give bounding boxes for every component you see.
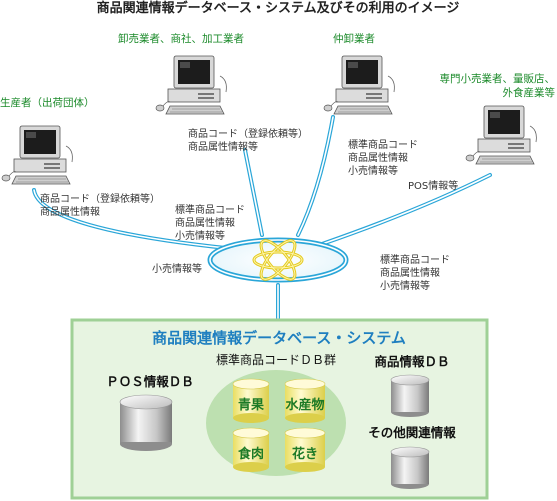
flow-left-center: 標準商品コード 商品属性情報 小売情報等: [175, 203, 245, 242]
computer-icon: [155, 55, 227, 115]
pos-db-label: ＰＯＳ情報ＤＢ: [106, 374, 194, 389]
middle-label: 仲卸業者: [333, 32, 375, 45]
category-db-fruits-vegetables: 青果: [232, 378, 270, 423]
network-hub: [207, 237, 349, 283]
flow-right-center-2: 商品属性情報: [380, 266, 440, 279]
producer-label: 生産者（出荷団体）: [0, 96, 95, 109]
flow-left-center-3: 小売情報等: [175, 229, 225, 242]
retailer-label-1: 専門小売業者、量販店、: [440, 72, 556, 85]
producer-info-1: 商品コード（登録依頼等）: [40, 192, 160, 205]
flow-left-center-1: 標準商品コード: [175, 203, 245, 216]
middle-info-2: 商品属性情報: [348, 151, 408, 164]
middle-info-1: 標準商品コード: [348, 138, 418, 151]
category-label: 青果: [238, 397, 264, 413]
computer-icon: [323, 55, 395, 115]
other-info-label: その他関連情報: [368, 425, 456, 440]
category-label: 花き: [292, 446, 318, 462]
other-info-db-cylinder: [390, 446, 430, 489]
category-db-meat: 食肉: [232, 427, 270, 472]
terminal-middle: 仲卸業者 標準商品コード 商品属性情報 小売情報等: [323, 32, 418, 177]
system-title: 商品関連情報データベース・システム: [152, 329, 406, 347]
wholesaler-label: 卸売業者、商社、加工業者: [118, 32, 244, 45]
computer-icon: [465, 105, 537, 165]
retailer-info: POS情報等: [408, 179, 458, 192]
producer-info-2: 商品属性情報: [40, 205, 100, 218]
terminal-producer: 生産者（出荷団体） 商品コード（登録依頼等） 商品属性情報: [0, 96, 160, 218]
product-info-db-cylinder: [390, 374, 430, 417]
flow-right-center: 標準商品コード 商品属性情報 小売情報等: [380, 253, 450, 292]
standard-code-db-label: 標準商品コードＤＢ群: [216, 352, 336, 367]
terminal-wholesaler: 卸売業者、商社、加工業者 商品コード（登録依頼等） 商品属性情報等: [118, 32, 308, 153]
category-label: 食肉: [238, 446, 264, 462]
flow-right-center-3: 小売情報等: [380, 279, 430, 292]
terminal-retailer: 専門小売業者、量販店、 外食産業等 POS情報等: [408, 72, 555, 192]
middle-info-3: 小売情報等: [348, 164, 398, 177]
database-system-panel: 商品関連情報データベース・システム ＰＯＳ情報ＤＢ 標準商品コードＤＢ群 青果 …: [70, 318, 489, 500]
product-info-db-label: 商品情報ＤＢ: [374, 354, 449, 369]
wholesaler-info-1: 商品コード（登録依頼等）: [188, 127, 308, 140]
wholesaler-info-2: 商品属性情報等: [188, 140, 258, 153]
category-label: 水産物: [285, 397, 324, 413]
flow-left-bottom: 小売情報等: [152, 262, 202, 275]
computer-icon: [1, 125, 73, 185]
category-db-flowers: 花き: [284, 427, 326, 472]
diagram-title: 商品関連情報データベース・システム及びその利用のイメージ: [97, 0, 460, 16]
flow-right-center-1: 標準商品コード: [380, 253, 450, 266]
flow-left-center-2: 商品属性情報: [175, 216, 235, 229]
pos-db-cylinder: [119, 394, 173, 451]
network-links: [32, 115, 492, 320]
retailer-label-2: 外食産業等: [503, 86, 556, 99]
category-db-seafood: 水産物: [284, 378, 326, 423]
